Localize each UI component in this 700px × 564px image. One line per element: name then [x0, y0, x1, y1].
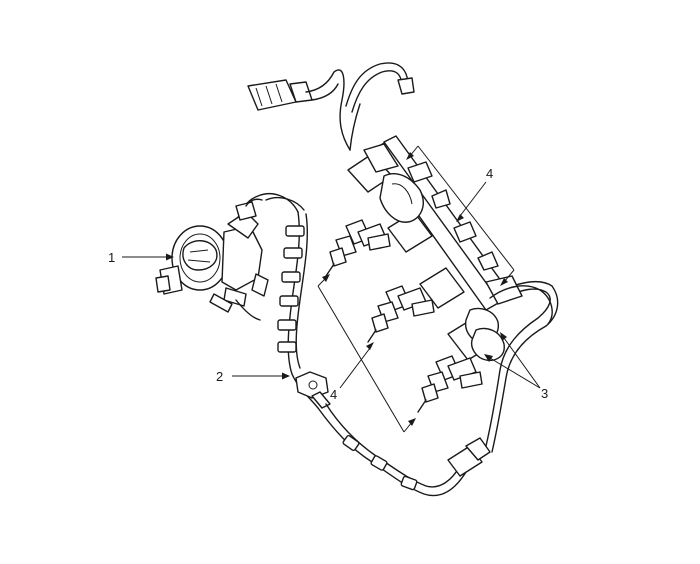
- callout-4-upper: 4: [486, 166, 493, 181]
- callout-4-lower: 4: [330, 387, 337, 402]
- harness-clips: [277, 225, 305, 353]
- callout-3: 3: [541, 386, 548, 401]
- wiring-harness-icon: [235, 62, 559, 497]
- fuel-rail-icon: [347, 135, 553, 362]
- callout-leaders: [122, 145, 541, 433]
- callout-1: 1: [108, 250, 115, 265]
- harness-top-connector: [247, 79, 313, 111]
- callout-2: 2: [216, 369, 223, 384]
- fuel-injector-icon: [325, 219, 483, 413]
- high-pressure-pump-icon: [155, 198, 269, 321]
